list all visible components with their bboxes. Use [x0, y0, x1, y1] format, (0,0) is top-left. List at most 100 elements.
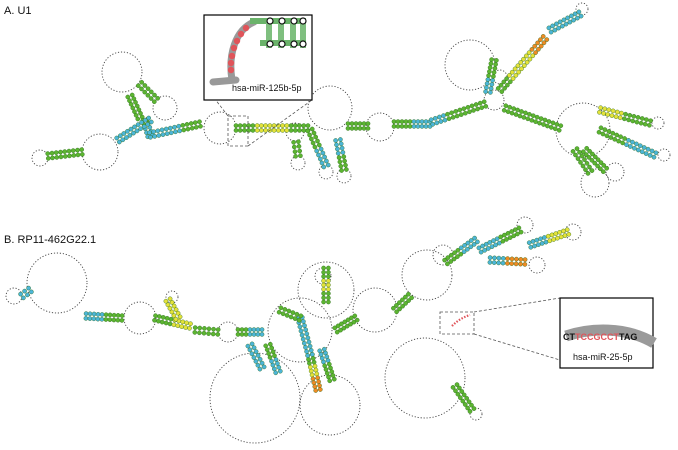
base-pair-nucleotide — [492, 255, 497, 261]
base-pair-nucleotide — [487, 69, 492, 74]
base-pair-nucleotide — [167, 321, 173, 327]
base-pair-nucleotide — [257, 356, 263, 362]
paired-nucleotide — [266, 17, 274, 25]
base-pair-nucleotide — [365, 126, 371, 131]
base-pair-nucleotide — [615, 109, 620, 115]
base-pair-nucleotide — [428, 117, 434, 122]
panel-b-stems — [18, 225, 572, 414]
base-pair-nucleotide — [115, 317, 121, 323]
base-pair-nucleotide — [394, 309, 399, 315]
base-pair-nucleotide — [189, 125, 195, 131]
base-pair-nucleotide — [598, 125, 604, 131]
base-pair-nucleotide — [622, 116, 627, 122]
base-pair-nucleotide — [483, 104, 489, 109]
base-pair-nucleotide — [151, 99, 157, 104]
hairpin-loop — [101, 51, 143, 93]
base-pair-nucleotide — [541, 122, 546, 127]
base-pair-nucleotide — [397, 300, 402, 305]
base-pair-nucleotide — [303, 327, 309, 333]
base-pair-nucleotide — [403, 119, 409, 124]
base-pair-nucleotide — [251, 345, 257, 351]
base-pair-nucleotide — [570, 149, 576, 154]
base-pair-nucleotide — [538, 116, 544, 121]
base-pair-nucleotide — [153, 313, 158, 319]
base-pair-nucleotide — [469, 402, 474, 408]
base-pair-nucleotide — [353, 126, 359, 131]
base-pair-nucleotide — [326, 269, 331, 275]
base-pair-nucleotide — [518, 261, 523, 267]
base-pair-nucleotide — [345, 126, 351, 131]
base-pair-nucleotide — [290, 310, 296, 315]
base-pair-nucleotide — [466, 399, 472, 405]
base-pair-nucleotide — [391, 124, 397, 129]
base-pair-nucleotide — [583, 152, 589, 157]
base-pair-nucleotide — [307, 364, 313, 370]
base-pair-nucleotide — [130, 105, 136, 111]
base-pair-nucleotide — [483, 241, 489, 247]
internal-loop — [152, 95, 178, 121]
base-pair-nucleotide — [171, 313, 177, 318]
base-pair-nucleotide — [571, 17, 576, 23]
base-pair-nucleotide — [180, 123, 186, 128]
base-pair-nucleotide — [349, 315, 354, 321]
base-pair-nucleotide — [117, 139, 122, 145]
base-pair-nucleotide — [334, 142, 339, 148]
base-pair-nucleotide — [326, 295, 331, 301]
hairpin-loop — [580, 168, 610, 198]
base-pair-nucleotide — [151, 129, 156, 134]
base-pair-nucleotide — [645, 146, 651, 152]
base-pair-nucleotide — [269, 345, 275, 351]
base-pair-nucleotide — [147, 130, 152, 135]
base-pair-nucleotide — [139, 120, 144, 125]
base-pair-nucleotide — [129, 92, 135, 98]
base-pair-nucleotide — [507, 73, 512, 78]
base-pair-nucleotide — [58, 149, 63, 155]
base-pair-nucleotide — [518, 229, 524, 235]
base-pair-nucleotide — [521, 56, 526, 62]
base-pair-nucleotide — [210, 331, 216, 337]
base-pair-nucleotide — [580, 163, 586, 169]
base-pair-nucleotide — [639, 149, 645, 155]
base-pair-nucleotide — [461, 249, 467, 254]
mirna-label-b: hsa-miR-25-5p — [573, 352, 633, 362]
base-pair-nucleotide — [239, 327, 245, 332]
base-pair-nucleotide — [135, 122, 141, 127]
base-pair-nucleotide — [288, 128, 294, 133]
base-pair-nucleotide — [475, 239, 480, 245]
base-pair-nucleotide — [168, 316, 174, 322]
base-pair-nucleotide — [135, 116, 141, 122]
base-pair-nucleotide — [259, 332, 265, 337]
base-pair-nucleotide — [314, 148, 320, 154]
base-pair-nucleotide — [513, 261, 519, 267]
internal-loop — [81, 133, 119, 171]
base-pair-nucleotide — [284, 128, 290, 133]
base-pair-nucleotide — [475, 106, 480, 112]
base-pair-nucleotide — [538, 43, 544, 49]
hairpin-loop — [31, 149, 49, 167]
base-pair-nucleotide — [312, 363, 318, 369]
base-pair-nucleotide — [605, 112, 611, 117]
base-pair-nucleotide — [118, 133, 123, 138]
base-pair-nucleotide — [487, 240, 493, 245]
base-pair-nucleotide — [406, 291, 411, 297]
internal-loop — [123, 301, 157, 335]
base-pair-nucleotide — [83, 316, 89, 321]
base-pair-nucleotide — [560, 23, 565, 29]
base-pair-nucleotide — [305, 353, 311, 358]
base-pair-nucleotide — [546, 119, 552, 124]
base-pair-nucleotide — [155, 96, 160, 101]
base-pair-nucleotide — [128, 126, 134, 132]
base-pair-nucleotide — [642, 121, 648, 127]
base-pair-nucleotide — [139, 86, 144, 92]
panel-a-stems — [45, 9, 659, 176]
base-pair-nucleotide — [463, 110, 468, 116]
base-pair-nucleotide — [512, 66, 518, 72]
seq-binding: TCCGCCT — [575, 332, 619, 342]
base-pair-nucleotide — [609, 113, 615, 118]
base-pair-nucleotide — [239, 332, 245, 337]
base-pair-nucleotide — [627, 113, 633, 118]
base-pair-nucleotide — [620, 140, 625, 146]
panel-a-label: A. U1 — [4, 5, 32, 17]
helix-rung — [266, 20, 272, 48]
base-pair-nucleotide — [304, 331, 310, 337]
